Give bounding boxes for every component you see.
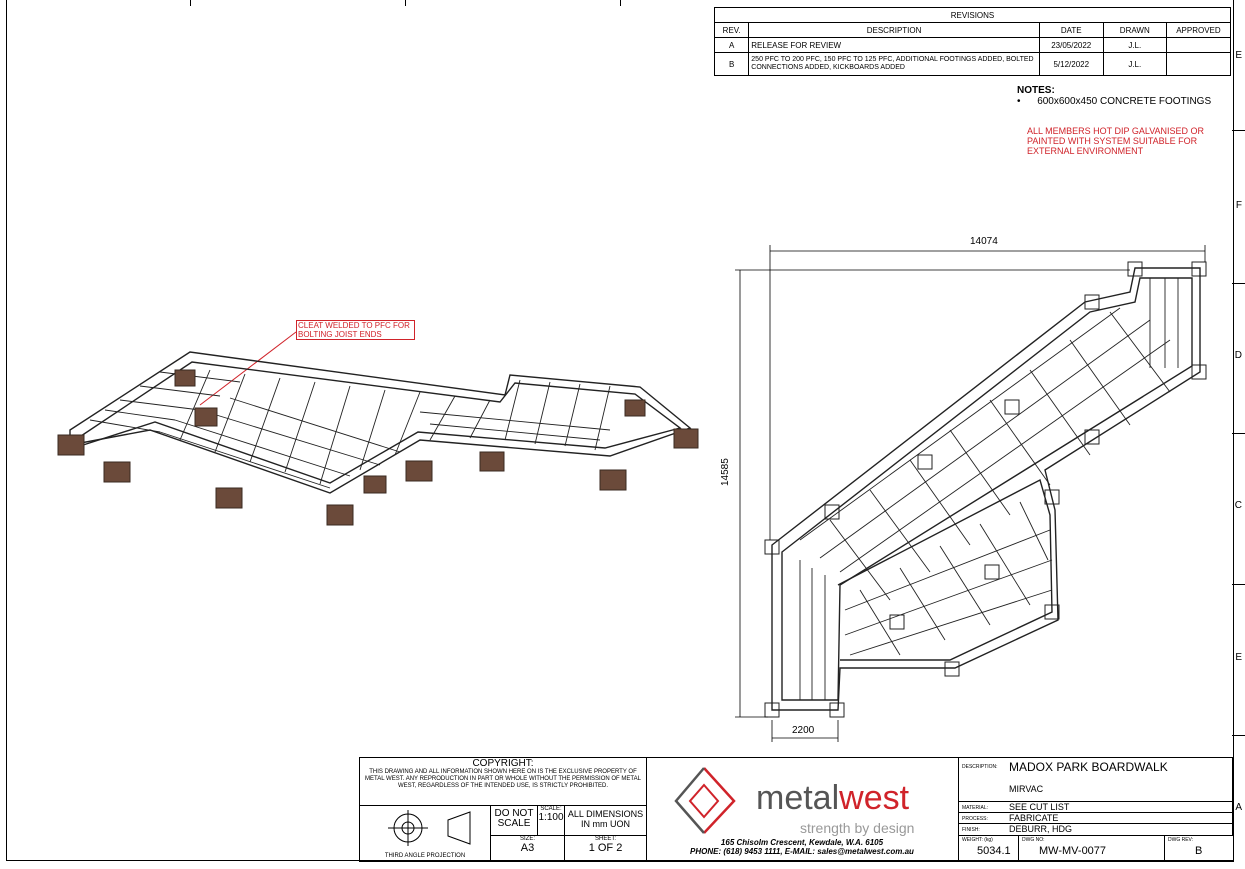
project-description: MADOX PARK BOARDWALK [1009,760,1168,774]
tagline: strength by design [800,820,915,836]
third-angle-projection-icon [388,810,471,846]
finish-row: FINISH: DEBURR, HDG [959,824,1233,836]
projection-box: THIRD ANGLE PROJECTION [360,806,491,861]
border-tick [1232,130,1245,131]
border-tick [190,0,191,6]
footing-block [103,461,131,483]
description-label: DESCRIPTION: [962,764,998,770]
border-tick [1232,735,1245,736]
do-not-scale: DO NOT SCALE [491,806,538,836]
material-row: MATERIAL: SEE CUT LIST [959,802,1233,813]
wordmark-west: west [839,779,910,817]
scale-value: 1:100 [538,812,564,823]
size-box: SIZE: A3 [491,836,565,861]
dwg-rev-box: DWG REV: B [1165,836,1233,861]
scale-label: SCALE: [540,806,562,812]
address-line: 165 Chisolm Crescent, Kewdale, W.A. 6105 [720,838,884,847]
border-tick [405,0,406,6]
dwg-rev-label: DWG REV: [1168,837,1194,843]
zone-letter: F [1235,200,1242,211]
revisions-table: REVISIONS REV. DESCRIPTION DATE DRAWN AP… [713,7,1232,76]
notes-item: • 600x600x450 CONCRETE FOOTINGS [1017,96,1211,107]
finish-label: FINISH: [962,827,980,833]
rev-cell: B [713,52,750,76]
notes: NOTES: • 600x600x450 CONCRETE FOOTINGS [1017,85,1211,107]
dwg-no-label: DWG NO: [1022,837,1045,843]
weight-box: WEIGHT: (kg) 5034.1 [959,836,1019,861]
process-label: PROCESS: [962,816,988,822]
notes-heading: NOTES: [1017,85,1055,96]
plan-footing-marks [764,261,1207,718]
weight-value: 5034.1 [977,845,1011,857]
border-tick [1232,584,1245,585]
material-value: SEE CUT LIST [1009,802,1070,812]
drawn-cell: J.L. [1102,52,1167,76]
dimension-height: 14585 [720,458,731,486]
footing-block [215,487,243,509]
weight-label: WEIGHT: (kg) [962,837,993,843]
description-cell: 250 PFC TO 200 PFC, 150 PFC TO 125 PFC, … [748,52,1040,76]
footing-block [57,434,85,456]
process-row: PROCESS: FABRICATE [959,813,1233,824]
title-block: COPYRIGHT: THIS DRAWING AND ALL INFORMAT… [359,757,1234,862]
sheet-value: 1 OF 2 [588,842,623,854]
size-value: A3 [520,842,535,854]
sheet-box: SHEET: 1 OF 2 [565,836,647,861]
footing-block [326,504,354,526]
dimension-bottom-width: 2200 [792,725,815,736]
bullet-icon: • [1017,96,1021,107]
notes-item-text: 600x600x450 CONCRETE FOOTINGS [1037,96,1212,107]
dimension-top-width: 14074 [970,236,998,247]
units-note: ALL DIMENSIONS IN mm UON [565,806,647,836]
finish-note: ALL MEMBERS HOT DIP GALVANISED OR PAINTE… [1027,126,1205,156]
projection-label: THIRD ANGLE PROJECTION [384,853,466,859]
zone-letter: E [1235,50,1242,61]
copyright-text: THIS DRAWING AND ALL INFORMATION SHOWN H… [365,769,641,789]
zone-letter: E [1235,652,1242,663]
copyright-box: COPYRIGHT: THIS DRAWING AND ALL INFORMAT… [360,758,647,806]
dwg-no-box: DWG NO: MW-MV-0077 [1019,836,1165,861]
finish-value: DEBURR, HDG [1009,824,1073,834]
footing-block [673,428,699,449]
logo-box [647,758,959,861]
zone-letter: D [1234,350,1242,361]
plan-view [764,261,1207,718]
description-box: DESCRIPTION: MADOX PARK BOARDWALK MIRVAC [959,758,1233,802]
footing-block [405,460,433,482]
metalwest-logo-icon [674,767,736,834]
size-label: SIZE: [519,836,535,842]
footings [57,369,699,526]
copyright-title: COPYRIGHT: [472,758,534,769]
dwg-rev-value: B [1195,845,1203,857]
client-name: MIRVAC [1009,784,1044,794]
zone-letter: C [1234,500,1242,511]
footing-block [174,369,196,387]
isometric-view [69,351,692,494]
cleat-callout: CLEAT WELDED TO PFC FOR BOLTING JOIST EN… [296,320,415,340]
border-tick [1232,283,1245,284]
sheet-label: SHEET: [594,836,616,842]
zone-letter: A [1235,802,1242,813]
callout-leader [199,331,297,406]
dwg-no-value: MW-MV-0077 [1039,845,1107,857]
border-tick [620,0,621,6]
footing-block [479,451,505,472]
material-label: MATERIAL: [962,805,989,811]
dimension-lines [735,245,1206,742]
metalwest-wordmark: metalwest [756,779,909,818]
scale-box: SCALE: 1:100 [538,806,565,836]
footing-block [363,475,387,494]
footing-block [194,407,218,427]
company-address: 165 Chisolm Crescent, Kewdale, W.A. 6105… [668,838,936,856]
process-value: FABRICATE [1009,813,1059,823]
contact-line: PHONE: (618) 9453 1111, E-MAIL: sales@me… [690,847,914,856]
footing-block [599,469,627,491]
footing-block [624,399,646,417]
border-tick [1232,433,1245,434]
wordmark-metal: metal [756,779,840,817]
approved-cell [1165,52,1232,76]
